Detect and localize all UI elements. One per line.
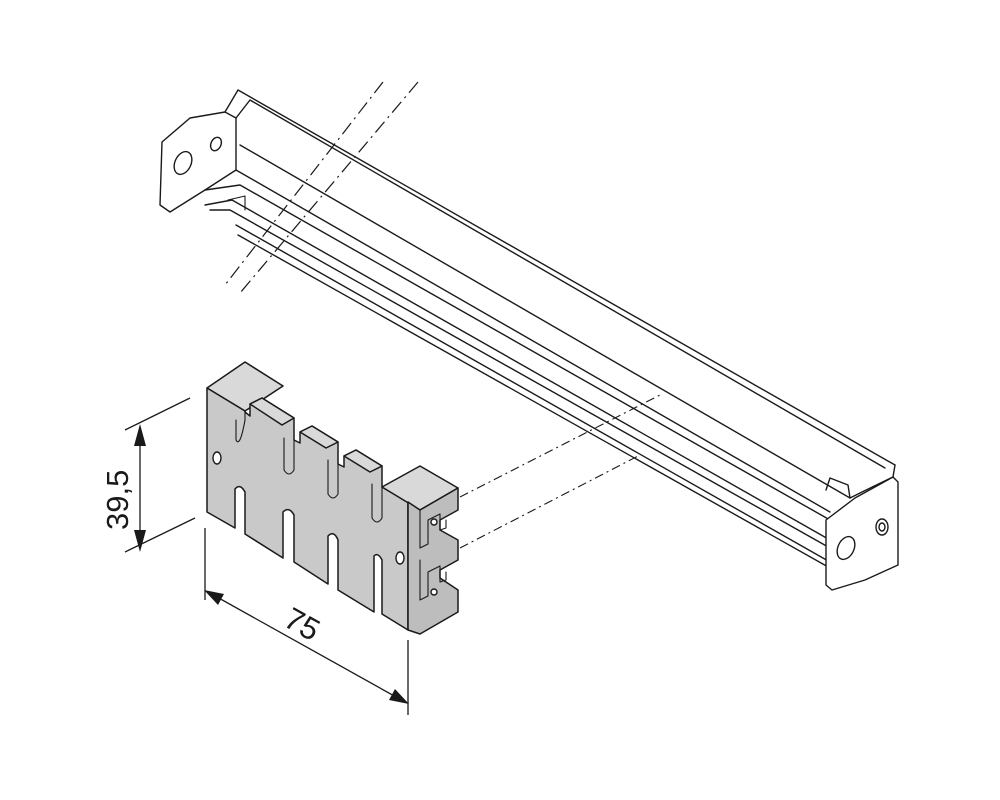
block-slot-4 [371,483,383,523]
block-tooth-top-1 [249,397,295,426]
width-dimension-label: 75 [279,601,326,648]
rail-top-inner-edge [235,99,886,469]
block-end-face [407,487,459,635]
rail-bottom-lip-a [209,209,831,549]
block-hole-left [212,451,222,465]
width-arrow-right [389,689,409,704]
break-line-1 [224,81,384,286]
rail-lower-return [227,195,246,211]
rail-bottom-edge [237,234,831,569]
projection-line-lower [459,454,641,549]
height-arrow-top [134,424,146,446]
block-slot-2 [283,437,295,475]
rail-left-bracket-hole-small [209,136,223,152]
projection-lines [459,394,661,549]
block-slot-3 [327,459,339,499]
rail-upper-channel [235,169,831,513]
mounting-rail [159,89,899,591]
height-extension-top [124,397,191,431]
cable-clamp-block [206,361,459,635]
block-tooth-top-3 [343,449,383,473]
break-line-2 [239,81,419,294]
width-dimension-line [207,591,406,703]
block-tooth-top-2 [299,425,339,449]
height-arrow-bottom [134,530,146,552]
rail-left-bracket-hole-large [173,150,193,176]
rail-right-bracket-hole-large [836,535,856,561]
width-arrow-left [204,590,224,605]
rail-right-bracket-hole-inner [878,522,886,532]
projection-line-upper [459,394,661,498]
block-front-face [206,387,409,631]
block-end-profile-upper [419,509,447,549]
rail-top-outer-edge [224,89,896,466]
rail-right-bracket [825,476,899,591]
rail-bottom-lip-b [235,224,831,563]
block-end-pin-upper [430,518,438,526]
block-end-pin-lower [430,588,438,596]
rail-left-bracket [159,111,237,213]
block-slot-1 [235,411,246,443]
height-dimension: 39,5 [100,397,196,553]
rail-top-lip [239,144,851,499]
block-end-profile-lower [419,559,447,601]
height-extension-bottom [124,517,196,553]
rail-lower-channel [204,199,831,541]
height-dimension-label: 39,5 [100,470,135,530]
rail-break-lines [224,81,419,294]
block-hole-right [395,551,405,565]
